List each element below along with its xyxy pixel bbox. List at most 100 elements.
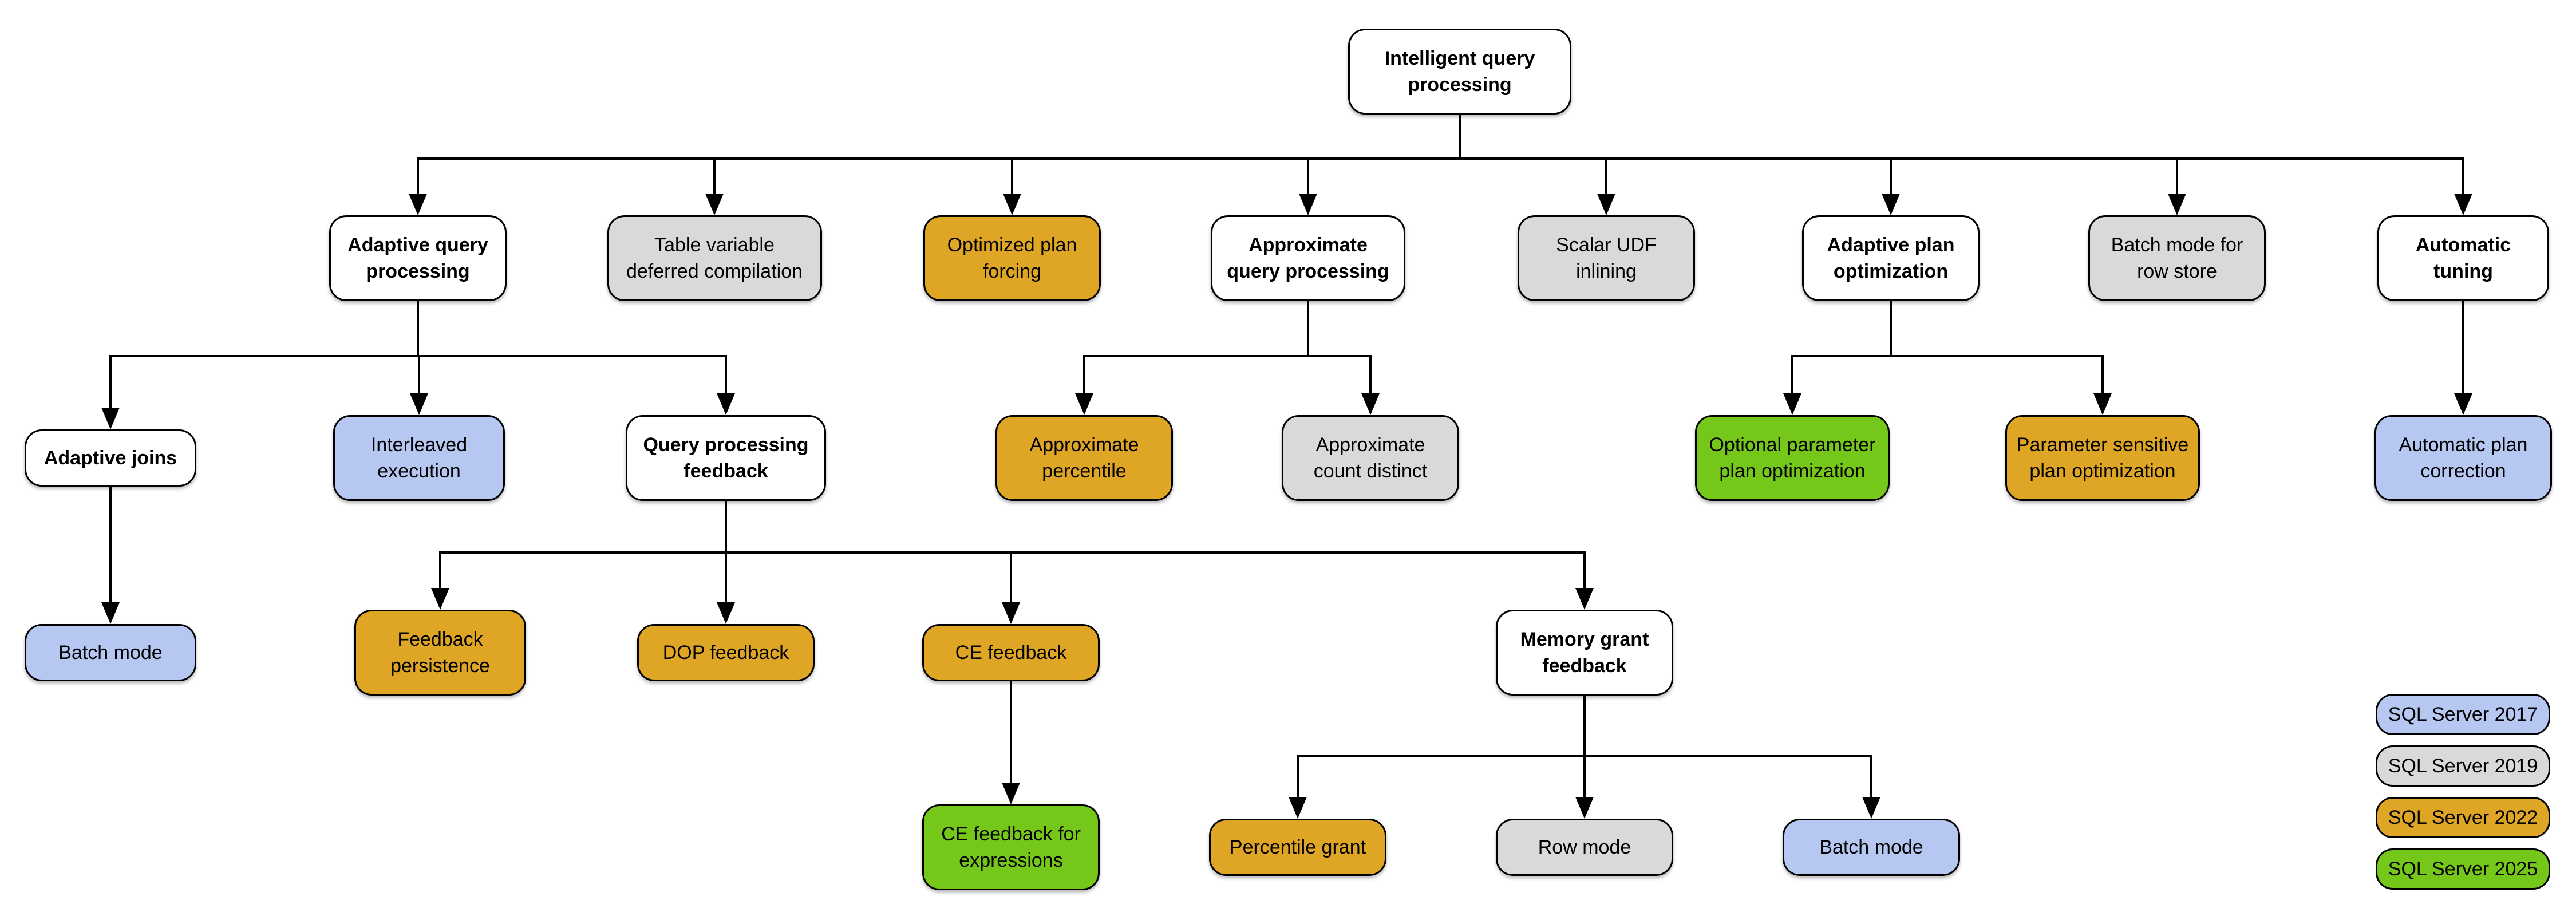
node-label: Scalar UDF	[1556, 234, 1657, 256]
connector-line	[1011, 159, 1013, 197]
connector-line	[2462, 159, 2464, 197]
node-dop-feedback: DOP feedback	[637, 624, 815, 681]
node-label: Query processing	[643, 434, 809, 456]
connector-line	[1083, 356, 1085, 397]
node-parameter-sensitive-plan-optimization: Parameter sensitive plan optimization	[2005, 415, 2200, 501]
node-batch-mode-for-row-store: Batch mode for row store	[2088, 215, 2266, 301]
connector-line	[417, 157, 2464, 160]
arrowhead-icon	[1289, 797, 1307, 819]
node-label: persistence	[390, 655, 490, 677]
node-adaptive-joins: Adaptive joins	[25, 429, 196, 487]
connector-line	[1369, 356, 1372, 397]
connector-line	[1010, 681, 1012, 786]
node-row-mode: Row mode	[1496, 819, 1673, 876]
node-label: processing	[366, 260, 470, 282]
node-label: Feedback	[397, 629, 483, 650]
arrowhead-icon	[1597, 194, 1615, 215]
connector-line	[1583, 696, 1586, 756]
node-label: count distinct	[1313, 460, 1428, 482]
node-adaptive-query-processing: Adaptive query processing	[329, 215, 507, 301]
node-approximate-count-distinct: Approximate count distinct	[1282, 415, 1459, 501]
arrowhead-icon	[101, 408, 120, 429]
node-label: Adaptive query	[347, 234, 488, 256]
connector-line	[1791, 355, 2104, 357]
legend-item-sql-server-2017: SQL Server 2017	[2376, 694, 2550, 735]
node-label: processing	[1408, 74, 1512, 96]
node-label: Interleaved	[370, 434, 468, 456]
node-label: Parameter sensitive	[2016, 434, 2189, 456]
connector-line	[2176, 159, 2178, 197]
node-label: row store	[2137, 260, 2217, 282]
arrowhead-icon	[2093, 393, 2112, 415]
node-label: Approximate	[1249, 234, 1368, 256]
connector-line	[2462, 301, 2464, 397]
node-label: Optional parameter	[1709, 434, 1876, 456]
node-label: Automatic plan	[2399, 434, 2528, 456]
node-label: deferred compilation	[626, 260, 803, 282]
connector-line	[2101, 356, 2104, 397]
node-label: CE feedback for	[941, 823, 1081, 845]
node-label: Approximate	[1315, 434, 1425, 456]
arrowhead-icon	[717, 602, 735, 624]
node-label: Optimized plan	[947, 234, 1077, 256]
node-label: feedback	[1542, 655, 1627, 677]
arrowhead-icon	[2168, 194, 2186, 215]
connector-line	[109, 356, 112, 411]
connector-line	[725, 356, 727, 397]
connector-line	[1605, 159, 1607, 197]
connector-line	[725, 552, 727, 606]
node-label: Batch mode	[58, 642, 163, 664]
node-label: tuning	[2433, 260, 2493, 282]
node-label: Batch mode for	[2111, 234, 2243, 256]
arrowhead-icon	[1361, 393, 1380, 415]
connector-line	[1083, 355, 1372, 357]
arrowhead-icon	[1575, 588, 1594, 610]
arrowhead-icon	[1003, 194, 1021, 215]
connector-line	[418, 356, 420, 397]
connector-line	[439, 552, 441, 591]
connector-line	[1583, 552, 1586, 591]
connector-line	[1297, 756, 1299, 800]
node-label: Adaptive plan	[1827, 234, 1955, 256]
arrowhead-icon	[1002, 783, 1020, 804]
node-ce-feedback-for-expressions: CE feedback for expressions	[922, 804, 1100, 890]
node-label: Approximate	[1029, 434, 1139, 456]
node-label: correction	[2420, 460, 2506, 482]
node-label: expressions	[959, 850, 1063, 871]
node-adaptive-plan-optimization: Adaptive plan optimization	[1802, 215, 1980, 301]
connector-line	[1010, 552, 1012, 606]
node-query-processing-feedback: Query processing feedback	[626, 415, 826, 501]
connector-line	[1583, 756, 1586, 800]
arrowhead-icon	[1575, 797, 1594, 819]
legend-item-sql-server-2022: SQL Server 2022	[2376, 797, 2550, 838]
node-label: Intelligent query	[1384, 48, 1535, 69]
node-label: plan optimization	[2029, 460, 2176, 482]
node-label: inlining	[1576, 260, 1637, 282]
node-feedback-persistence: Feedback persistence	[354, 610, 526, 696]
arrowhead-icon	[409, 194, 427, 215]
connector-line	[439, 551, 1586, 554]
arrowhead-icon	[1882, 194, 1900, 215]
arrowhead-icon	[431, 588, 449, 610]
connector-line	[417, 301, 419, 356]
connector-line	[1459, 114, 1461, 159]
arrowhead-icon	[705, 194, 724, 215]
node-label: Row mode	[1538, 836, 1631, 858]
arrowhead-icon	[2454, 393, 2472, 415]
connector-line	[109, 487, 112, 606]
node-label: optimization	[1833, 260, 1949, 282]
connector-line	[1890, 159, 1892, 197]
arrowhead-icon	[717, 393, 735, 415]
legend-item-sql-server-2019: SQL Server 2019	[2376, 745, 2550, 787]
node-ce-feedback: CE feedback	[922, 624, 1100, 681]
node-label: feedback	[683, 460, 768, 482]
node-batch-mode-adaptive-joins: Batch mode	[25, 624, 196, 681]
